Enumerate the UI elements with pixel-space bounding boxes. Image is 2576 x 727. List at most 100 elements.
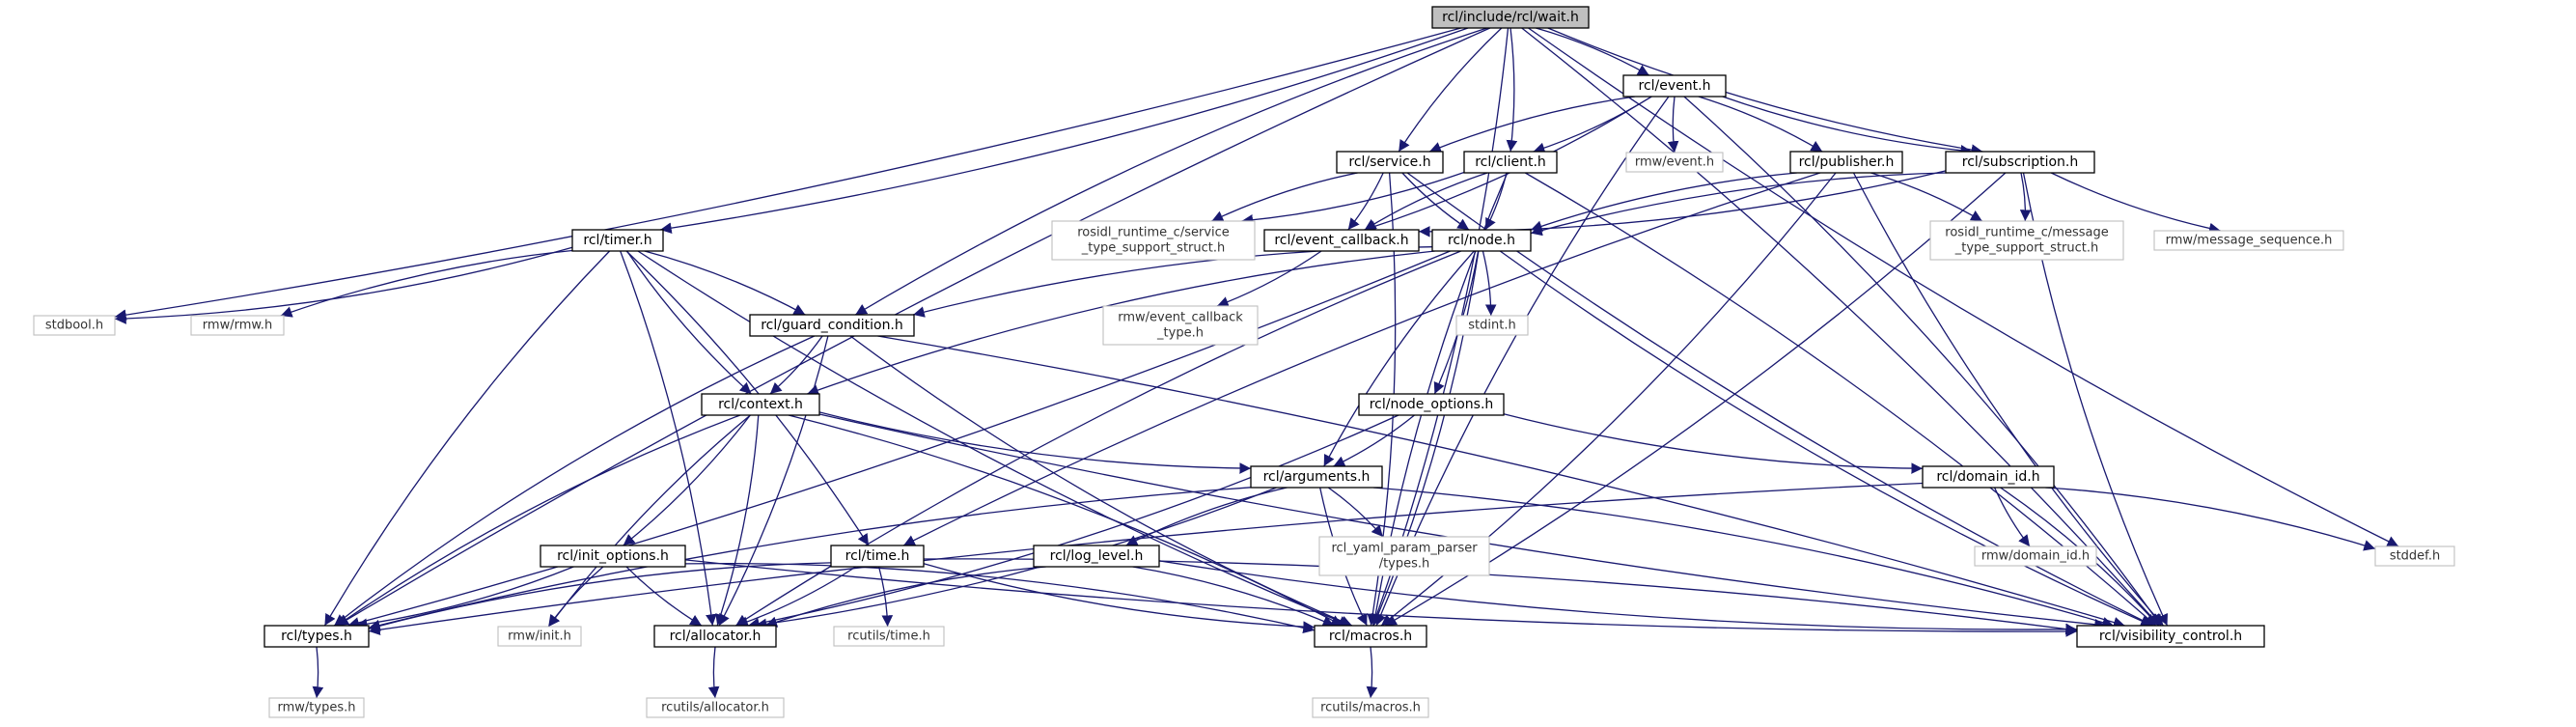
edge-wait-to-event (1536, 27, 1650, 76)
node-label: rcl/include/rcl/wait.h (1442, 10, 1579, 25)
node-guard-condition[interactable]: rcl/guard_condition.h (749, 314, 915, 337)
edge-init_options-to-macros (684, 563, 1316, 633)
node-timer[interactable]: rcl/timer.h (571, 229, 664, 252)
edge-event-to-subscription (1722, 96, 1973, 156)
edge-layer (114, 27, 2399, 699)
edge-context-to-allocator (715, 414, 760, 627)
node-rcutils-allocator: rcutils/allocator.h (646, 697, 785, 718)
node-label: rcutils/macros.h (1320, 701, 1421, 715)
edge-time-to-macros (923, 563, 1316, 632)
edge-client-to-rosidl_service (1241, 171, 1465, 226)
edge-arguments-to-visibility_control (1372, 487, 2115, 629)
edge-timer-to-types (323, 250, 611, 627)
edge-time-to-types (368, 562, 832, 631)
node-stdbool: stdbool.h (33, 315, 116, 336)
node-subscription[interactable]: rcl/subscription.h (1945, 151, 2095, 174)
node-label: rcl/context.h (718, 397, 803, 412)
edge-context-to-macros (788, 414, 1343, 627)
node-macros[interactable]: rcl/macros.h (1314, 625, 1427, 648)
node-box (646, 697, 785, 718)
node-label: stdint.h (1468, 319, 1515, 333)
node-context[interactable]: rcl/context.h (701, 393, 820, 416)
node-label: rcl/node_options.h (1370, 397, 1494, 412)
node-box (1622, 74, 1727, 98)
node-box (571, 229, 664, 252)
node-label: rcl/client.h (1475, 154, 1546, 170)
node-box (701, 393, 820, 416)
node-box (190, 315, 285, 336)
node-label: rcl/allocator.h (670, 629, 762, 644)
node-box (1431, 6, 1590, 29)
edge-context-to-types (336, 414, 741, 627)
node-rcl-yaml: rcl_yaml_param_parser/types.h (1318, 536, 1490, 576)
edge-log_level-to-macros (1132, 566, 1335, 627)
node-service[interactable]: rcl/service.h (1336, 151, 1444, 174)
node-box (1033, 545, 1160, 568)
edge-service-to-node (1401, 172, 1470, 231)
node-rosidl-message: rosidl_runtime_c/message_type_support_st… (1929, 220, 2124, 261)
edge-subscription-to-rosidl_message (2019, 172, 2032, 222)
edge-publisher-to-rosidl_message (1870, 172, 1983, 222)
node-label: stdbool.h (45, 319, 103, 333)
node-event-callback[interactable]: rcl/event_callback.h (1263, 229, 1420, 252)
node-types[interactable]: rcl/types.h (263, 625, 370, 648)
edge-arguments-to-types (368, 487, 1252, 631)
node-label: rosidl_runtime_c/message (1945, 226, 2108, 240)
node-label: rmw/message_sequence.h (2166, 234, 2333, 248)
node-wait[interactable]: rcl/include/rcl/wait.h (1431, 6, 1590, 29)
node-box (1358, 393, 1505, 416)
edge-event-to-rmw_event (1667, 96, 1679, 154)
node-label: _type.h (1156, 326, 1204, 341)
node-label: rcl/node.h (1448, 233, 1515, 248)
edge-wait-to-subscription (1547, 27, 1983, 155)
node-arguments[interactable]: rcl/arguments.h (1250, 465, 1383, 489)
node-box (1431, 229, 1532, 252)
node-box (1051, 220, 1256, 261)
edge-subscription-to-rmw_message_sequence (2050, 172, 2221, 235)
node-label: rcl/subscription.h (1962, 154, 2078, 170)
node-stdint: stdint.h (1455, 315, 1529, 336)
node-label: stddef.h (2390, 549, 2440, 564)
edge-timer-to-context (626, 250, 752, 395)
node-box (33, 315, 116, 336)
node-client[interactable]: rcl/client.h (1463, 151, 1558, 174)
node-node-options[interactable]: rcl/node_options.h (1358, 393, 1505, 416)
node-label: rcl/event_callback.h (1274, 233, 1408, 248)
node-label: rcl/service.h (1348, 154, 1430, 170)
edge-arguments-to-rcl_yaml (1327, 487, 1384, 538)
node-box (1250, 465, 1383, 489)
node-label: rmw/event_callback (1118, 311, 1243, 325)
node-publisher[interactable]: rcl/publisher.h (1789, 151, 1903, 174)
node-label: rcl/init_options.h (557, 548, 669, 564)
node-rmw-rmw: rmw/rmw.h (190, 315, 285, 336)
node-rmw-types: rmw/types.h (268, 697, 365, 718)
edge-publisher-to-node (1530, 172, 1797, 232)
node-node[interactable]: rcl/node.h (1431, 229, 1532, 252)
node-label: rosidl_runtime_c/service (1077, 226, 1230, 240)
node-log-level[interactable]: rcl/log_level.h (1033, 545, 1160, 568)
edge-timer-to-rmw_rmw (280, 249, 573, 318)
node-allocator[interactable]: rcl/allocator.h (653, 625, 777, 648)
node-label: _type_support_struct.h (1954, 241, 2099, 256)
node-label: rcl/visibility_control.h (2099, 629, 2242, 644)
node-event[interactable]: rcl/event.h (1622, 74, 1727, 98)
edge-node-to-macros (1372, 250, 1480, 627)
node-box (1312, 697, 1429, 718)
node-domain-id[interactable]: rcl/domain_id.h (1922, 465, 2055, 489)
node-box (1336, 151, 1444, 174)
node-label: rcl/guard_condition.h (761, 318, 903, 333)
edge-context-to-visibility_control (818, 413, 2107, 630)
edge-allocator-to-rcutils_allocator (707, 646, 720, 699)
node-box (1922, 465, 2055, 489)
node-init-options[interactable]: rcl/init_options.h (540, 545, 686, 568)
node-label: rcl/timer.h (583, 233, 651, 248)
edge-service-to-rosidl_service (1211, 172, 1358, 222)
edge-timer-to-macros (637, 250, 1351, 627)
node-box (749, 314, 915, 337)
edge-domain_id-to-types (368, 482, 1924, 636)
node-time[interactable]: rcl/time.h (830, 545, 925, 568)
edge-event-to-client (1533, 96, 1652, 154)
edge-context-to-arguments (818, 411, 1252, 474)
node-label: rcl/publisher.h (1799, 154, 1895, 170)
node-visibility-control[interactable]: rcl/visibility_control.h (2076, 625, 2265, 648)
